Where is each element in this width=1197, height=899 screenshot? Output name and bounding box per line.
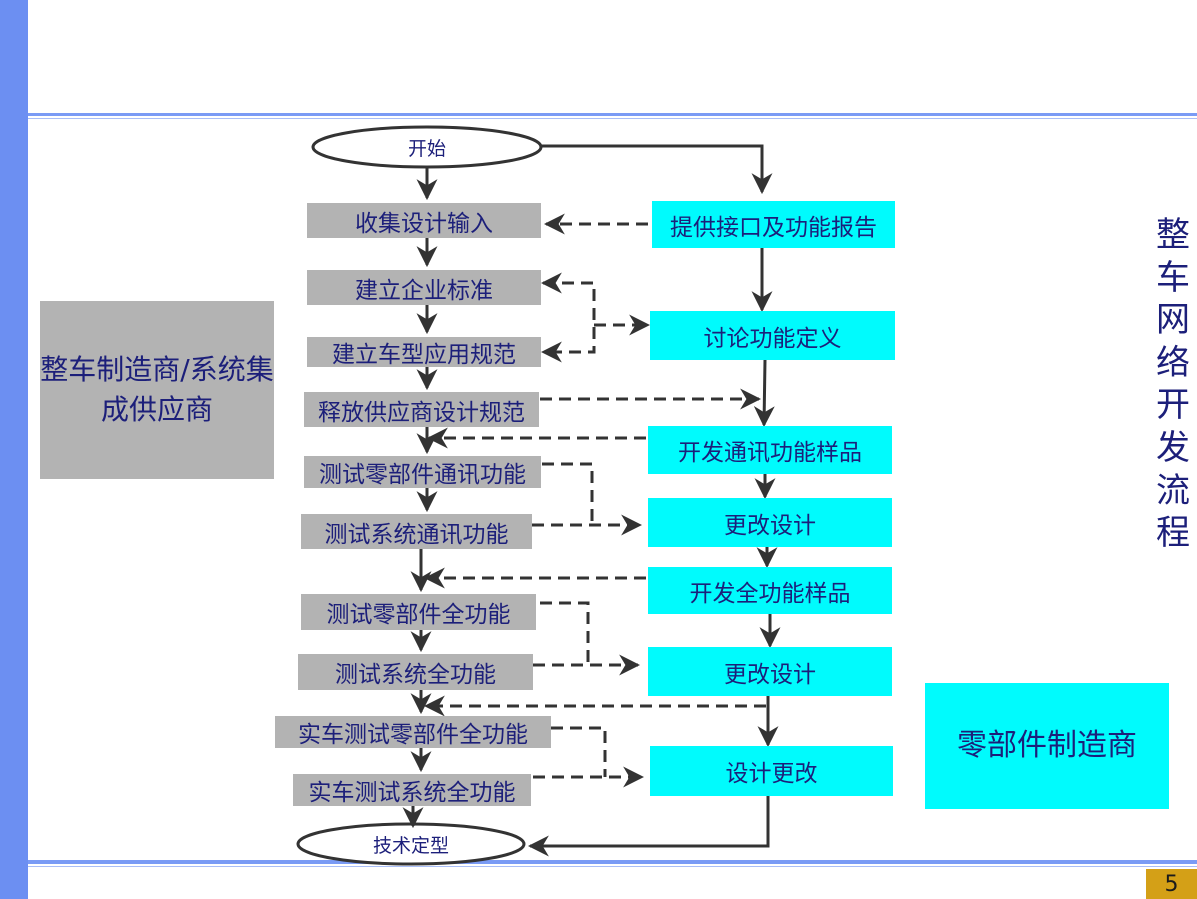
step-model-spec: 建立车型应用规范 (307, 337, 541, 368)
dash-full-test-bracket (540, 601, 590, 665)
step-full-sample: 开发全功能样品 (648, 567, 892, 614)
top-divider (28, 113, 1197, 116)
step-collect-input: 收集设计输入 (307, 203, 541, 238)
start-to-right-line (541, 144, 773, 195)
start-label: 开始 (407, 137, 446, 160)
step-design-change: 设计更改 (650, 746, 893, 796)
dash-bracket-standards (540, 272, 596, 363)
vertical-title-char: 络 (1156, 342, 1190, 383)
step-discuss-function: 讨论功能定义 (650, 311, 895, 360)
step-enterprise-standard: 建立企业标准 (307, 270, 541, 305)
role-oem: 整车制造商/系统集成供应商 (40, 301, 274, 479)
step-vehicle-test-system: 实车测试系统全功能 (293, 774, 531, 806)
step-test-part-full: 测试零部件全功能 (301, 594, 536, 630)
step-test-system-comm: 测试系统通讯功能 (301, 514, 532, 549)
vertical-title-char: 开 (1156, 385, 1190, 426)
step-release-supplier-spec: 释放供应商设计规范 (304, 392, 539, 427)
dash-comm-test-bracket (542, 462, 594, 525)
step-vehicle-test-part: 实车测试零部件全功能 (275, 716, 551, 748)
top-divider-thin (28, 118, 1197, 119)
vertical-title-char: 网 (1156, 300, 1190, 341)
left-accent-bar (0, 0, 28, 899)
role-supplier: 零部件制造商 (925, 683, 1169, 809)
step-interface-report: 提供接口及功能报告 (652, 201, 895, 248)
page-number: 5 (1146, 869, 1197, 899)
step-change-design-2: 更改设计 (648, 647, 892, 696)
bottom-divider-thin (28, 866, 1197, 867)
vertical-title-char: 整 (1156, 215, 1190, 255)
dash-vehicle-test-bracket (551, 726, 607, 777)
vertical-title-char: 程 (1156, 513, 1190, 554)
vertical-title-char: 车 (1156, 257, 1190, 298)
end-label: 技术定型 (372, 834, 449, 857)
vertical-title-char: 发 (1156, 427, 1190, 468)
step-change-design-1: 更改设计 (648, 498, 892, 547)
step-test-system-full: 测试系统全功能 (298, 654, 533, 690)
bottom-divider (28, 860, 1197, 864)
right-arrow-2 (753, 359, 775, 428)
vertical-title: 整 车 网 络 开 发 流 程 (1152, 214, 1194, 555)
step-comm-sample: 开发通讯功能样品 (648, 426, 892, 474)
vertical-title-char: 流 (1156, 470, 1190, 511)
right-to-end-line (527, 796, 770, 857)
step-test-part-comm: 测试零部件通讯功能 (304, 456, 541, 488)
